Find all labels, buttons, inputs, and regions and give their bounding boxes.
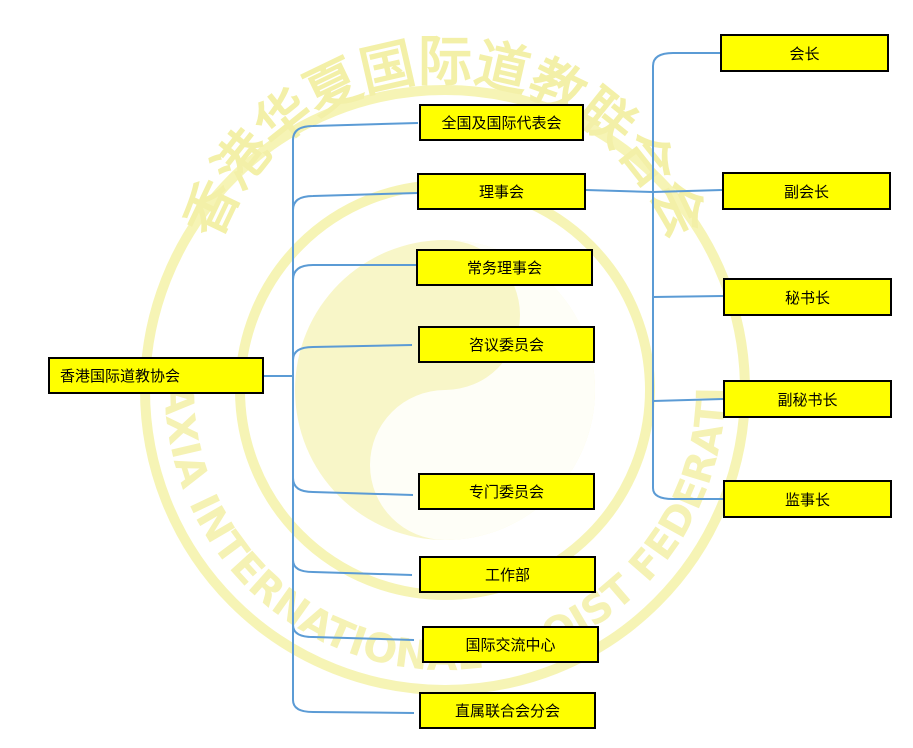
root-node[interactable]: 香港国际道教协会 xyxy=(48,357,264,394)
branch-node-advisory-committee[interactable]: 咨议委员会 xyxy=(418,326,595,363)
branch-node-label: 理事会 xyxy=(478,183,524,201)
role-node-vice-president[interactable]: 副会长 xyxy=(722,172,891,210)
connector-role-3 xyxy=(652,295,724,298)
connector-branch-8 xyxy=(292,699,415,714)
role-node-secretary-general[interactable]: 秘书长 xyxy=(723,278,892,316)
branch-node-label: 咨议委员会 xyxy=(468,336,544,354)
role-node-label: 会长 xyxy=(789,44,820,63)
branch-node-international-exchange-center[interactable]: 国际交流中心 xyxy=(422,626,599,663)
root-node-label: 香港国际道教协会 xyxy=(60,367,181,385)
role-node-label: 监事长 xyxy=(784,490,830,509)
connector-branch-1 xyxy=(292,122,419,141)
role-node-deputy-secretary-general[interactable]: 副秘书长 xyxy=(723,380,892,418)
connector-branch-4 xyxy=(292,344,413,361)
connector-role-1 xyxy=(652,52,720,67)
branch-node-council[interactable]: 理事会 xyxy=(417,173,586,210)
branch-node-work-department[interactable]: 工作部 xyxy=(419,556,596,593)
connector-branch-2 xyxy=(292,192,419,211)
role-node-label: 副秘书长 xyxy=(777,390,838,409)
branch-node-label: 国际交流中心 xyxy=(465,636,556,654)
connector-role-5 xyxy=(652,487,723,500)
branch-node-label: 专门委员会 xyxy=(468,483,544,501)
branch-node-standing-council[interactable]: 常务理事会 xyxy=(416,249,593,286)
connector-branch-7 xyxy=(292,624,415,641)
connector-role-2 xyxy=(652,189,723,193)
branch-node-special-committee[interactable]: 专门委员会 xyxy=(418,473,595,510)
branch-node-affiliated-branches[interactable]: 直属联合会分会 xyxy=(419,692,596,729)
connector-role-4 xyxy=(652,398,724,402)
connector-branch-3 xyxy=(292,264,416,281)
branch-node-label: 工作部 xyxy=(484,566,530,584)
role-node-label: 秘书长 xyxy=(784,288,830,307)
branch-node-representative-assembly[interactable]: 全国及国际代表会 xyxy=(419,104,584,141)
branch-node-label: 全国及国际代表会 xyxy=(441,114,562,132)
role-node-chief-supervisor[interactable]: 监事长 xyxy=(723,480,892,518)
connector-council xyxy=(585,189,654,193)
branch-node-label: 直属联合会分会 xyxy=(454,702,560,720)
connector-branch-6 xyxy=(292,559,413,576)
role-node-label: 副会长 xyxy=(783,182,829,201)
branch-node-label: 常务理事会 xyxy=(466,259,542,277)
connector-branch-5 xyxy=(292,477,414,496)
role-node-president[interactable]: 会长 xyxy=(720,34,889,72)
